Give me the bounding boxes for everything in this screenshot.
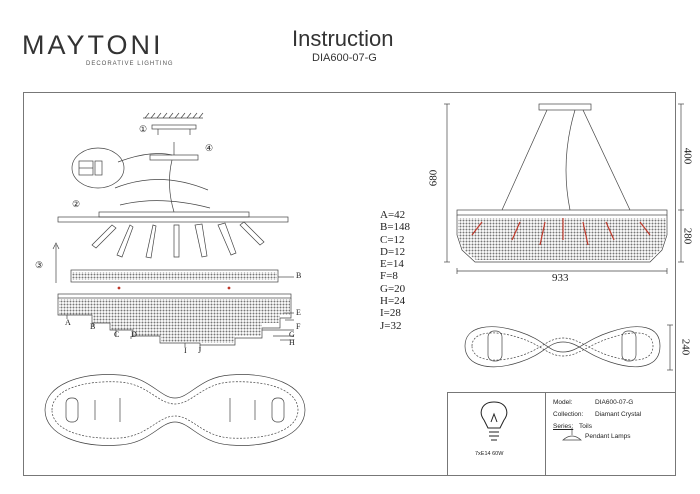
info-model-value: DIA600-07-G [595,399,634,406]
legend-h: H=24 [380,295,406,308]
info-box [447,392,676,476]
dim-width: 933 [552,272,569,284]
label-c: C [114,330,120,339]
model-number: DIA600-07-G [312,52,377,64]
crystal-count-legend: A=42 B=148 C=12 D=12 E=14 F=8 G=20 H=24 … [380,209,410,332]
label-b: B [90,322,96,331]
bulb-icon [480,401,508,441]
label-j: J [198,346,202,355]
front-view-drawing [444,103,684,371]
front-view-crystals [458,218,666,260]
page-title: Instruction [292,26,394,51]
info-series: Series: Toils [553,423,673,430]
info-series-label: Series: [553,423,574,430]
step-2-marker: ② [72,199,81,209]
brand-subtitle: DECORATIVE LIGHTING [86,61,174,67]
dim-cable-length: 400 [681,147,694,165]
label-h: H [289,338,295,347]
dim-depth: 240 [679,338,692,356]
legend-f: F=8 [380,270,398,283]
info-divider [545,392,546,476]
legend-e: E=14 [380,258,404,271]
label-a: A [65,318,71,327]
dim-total-height: 680 [427,169,440,187]
top-view-drawing [44,374,306,446]
legend-d: D=12 [380,245,406,258]
ceiling-hatch [144,112,204,119]
info-type: Pendant Lamps [585,433,631,440]
label-b-bar: B [296,271,302,280]
legend-j: J=32 [380,319,402,332]
label-i: I [184,346,187,355]
legend-c: C=12 [380,233,405,246]
label-f: F [296,322,301,331]
crystal-dots [59,272,290,343]
label-e: E [296,308,301,317]
legend-i: I=28 [380,307,401,320]
step-1-marker: ① [139,124,148,134]
brand-logo: MAYTONI [22,30,164,60]
step-4-marker: ④ [205,143,214,153]
info-model-label: Model: [553,399,573,406]
legend-b: B=148 [380,221,411,234]
info-collection: Collection: Diamant Crystal [553,411,673,418]
front-view-bulbs [471,218,651,246]
lamp-spec: 7xE14 60W [475,451,504,457]
step-3-marker: ③ [35,260,44,270]
legend-g: G=20 [380,282,406,295]
drawing-frame [23,92,676,476]
legend-a: A=42 [380,209,406,221]
info-series-value: Toils [579,423,593,430]
info-collection-label: Collection: [553,411,584,418]
pendant-lamp-icon [562,428,582,441]
light-holders [91,221,265,259]
info-model: Model: DIA600-07-G [553,399,673,406]
info-collection-value: Diamant Crystal [595,411,642,418]
dim-body-height: 280 [681,227,694,245]
label-g: G [289,330,295,339]
label-d: D [131,330,137,339]
